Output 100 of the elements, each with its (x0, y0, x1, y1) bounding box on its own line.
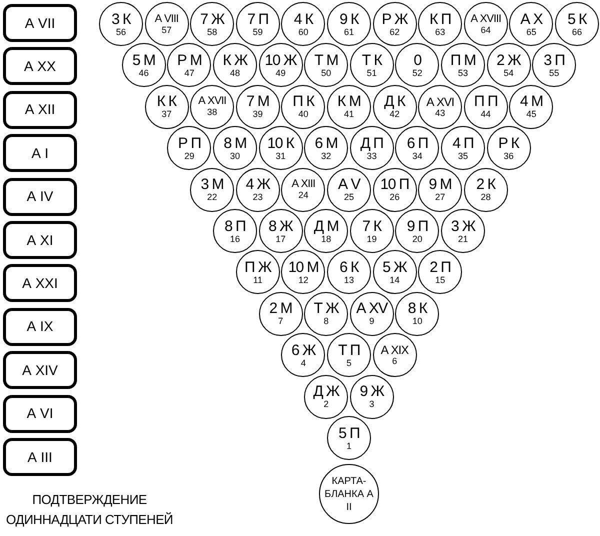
circle-number: 6 (392, 357, 398, 366)
circle-number: 28 (480, 193, 491, 202)
circle-label: 2 К (476, 177, 496, 192)
caption-text: ПОДТВЕРЖДЕНИЕ ОДИННАДЦАТИ СТУПЕНЕЙ (5, 491, 174, 529)
circle-label: 2 П (430, 260, 451, 275)
circle-number: 53 (458, 68, 468, 78)
circle-number: 5 (346, 358, 352, 368)
circle-label: Р П (178, 136, 201, 151)
circle-number: 22 (207, 193, 218, 202)
circle-number: 50 (321, 68, 332, 78)
circle-number: 35 (458, 152, 468, 161)
circle-number: 25 (344, 193, 354, 202)
circle-number: 20 (412, 234, 422, 244)
circle-label: 2 Ж (496, 52, 521, 68)
circle-number: 11 (253, 276, 262, 285)
circle-number: 29 (184, 152, 194, 161)
circle-label: П М (450, 52, 476, 68)
circle-label: 3 П (544, 52, 565, 68)
circle-number: 7 (278, 317, 284, 326)
circle-label: А XVII (198, 96, 226, 108)
circle-label: 4 Ж (246, 177, 270, 192)
box-label: А VI (26, 404, 54, 424)
circle-label: 5 Ж (382, 260, 407, 275)
circle-label: А XVIII (470, 14, 501, 24)
circle-label: 10 Ж (264, 52, 296, 68)
box-label: А I (31, 144, 49, 163)
rounded-box (3, 47, 77, 86)
circle-number: 18 (321, 234, 332, 244)
circle-number: 44 (480, 110, 491, 120)
circle-number: 37 (162, 110, 172, 120)
circle-number: 26 (390, 193, 400, 202)
circle-label: 9 К (340, 12, 358, 26)
circle-number: 4 (300, 358, 306, 368)
circle-number: 54 (504, 68, 514, 78)
circle-label: 6 П (406, 136, 428, 151)
circle-label: 10 К (267, 136, 294, 151)
circle-label: Д Ж (313, 384, 340, 400)
circle-number: 56 (116, 28, 126, 36)
circle-number: 52 (412, 68, 422, 78)
box-label: А IX (26, 317, 54, 336)
circle-label: 6 М (314, 136, 338, 151)
circle-number: 57 (162, 26, 172, 34)
circle-label: Т П (338, 342, 360, 358)
circle-number: 33 (366, 152, 377, 161)
circle-label: 2 М (269, 301, 292, 316)
circle-label: 9 М (428, 177, 452, 192)
box-label: А III (28, 448, 52, 466)
rounded-box (3, 351, 77, 390)
circle-number: 36 (504, 152, 514, 161)
rounded-box (3, 178, 77, 216)
circle-label: 7 К (362, 218, 382, 234)
circle-label: 8 К (408, 301, 427, 316)
circle-label: 8 М (224, 136, 246, 151)
circle-label: 3 К (112, 12, 130, 26)
circle-number: 41 (344, 110, 354, 120)
circle-number: 14 (390, 276, 400, 285)
circle-number: 31 (276, 152, 286, 161)
rounded-box (3, 90, 77, 129)
circle-number: 43 (435, 108, 446, 118)
circle-number: 63 (435, 28, 446, 36)
circle-label: 0 (414, 52, 422, 68)
circle-label: А XIX (380, 344, 408, 356)
circle-number: 65 (526, 28, 536, 36)
circle-label: А XIII (292, 179, 316, 190)
rounded-box (3, 308, 77, 346)
circle-number: 13 (344, 276, 354, 285)
circle-number: 34 (412, 152, 422, 161)
circle-number: 45 (526, 110, 536, 120)
box-label: А XXI (22, 274, 58, 293)
circle-label: 7 Ж (200, 12, 224, 26)
circle-number: 30 (230, 152, 240, 161)
circle-label: А VIII (154, 14, 178, 24)
circle-label: Д К (384, 94, 405, 110)
circle-number: 1 (346, 442, 352, 450)
circle-label: 9 П (406, 218, 428, 234)
circle-label: Д П (360, 136, 384, 151)
circle-label: П Ж (244, 260, 272, 275)
box-label: А XI (26, 230, 54, 250)
circle-label: Т К (362, 52, 382, 68)
circle-number: 24 (298, 191, 308, 200)
circle-number: 51 (366, 68, 377, 78)
circle-label: К Ж (222, 52, 248, 68)
circle-number: 62 (390, 28, 400, 36)
circle-label: А XVI (426, 96, 454, 108)
circle-label: 5 М (132, 52, 156, 68)
circle-label: 5 П (338, 426, 360, 440)
circle-number: 17 (276, 234, 286, 244)
box-label: А VII (24, 14, 56, 32)
circle-label: 7 М (246, 94, 270, 110)
circle-number: 47 (184, 68, 194, 78)
rounded-box (3, 4, 77, 42)
circle-label: 3 Ж (450, 218, 476, 234)
box-label: А XIV (22, 360, 58, 380)
circle-label: П П (474, 94, 498, 110)
circle-label: КАРТА-БЛАНКА А II (324, 474, 374, 514)
circle-label: Р Ж (382, 12, 408, 26)
circle-label: 4 К (294, 12, 313, 26)
circle-number: 10 (412, 317, 422, 326)
circle-number: 19 (366, 234, 377, 244)
circle-label: Д М (314, 218, 338, 234)
